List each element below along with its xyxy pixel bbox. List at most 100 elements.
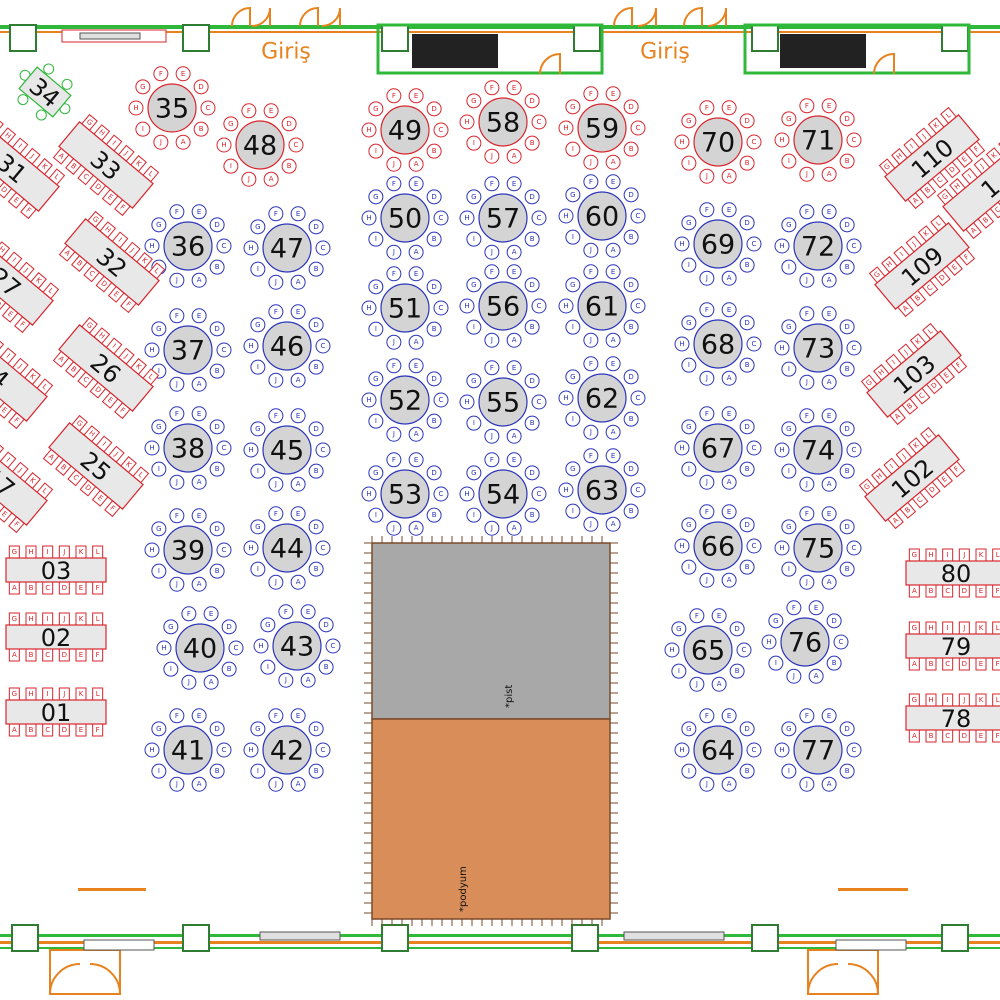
- svg-text:C: C: [994, 205, 1000, 214]
- svg-text:I: I: [788, 263, 790, 271]
- table-number: 40: [183, 634, 217, 665]
- svg-text:A: A: [306, 676, 311, 684]
- small-table-34[interactable]: 34: [5, 53, 85, 131]
- seat: B: [426, 231, 442, 247]
- seat: F: [689, 608, 705, 624]
- svg-text:F: F: [118, 203, 126, 212]
- svg-text:I: I: [947, 551, 949, 559]
- svg-text:K: K: [979, 551, 984, 559]
- seat: F: [799, 306, 815, 322]
- rect-table-4[interactable]: ABCDEFGHIJKL4: [0, 326, 55, 431]
- svg-text:F: F: [18, 320, 26, 329]
- svg-text:D: D: [62, 584, 67, 592]
- svg-text:I: I: [111, 139, 118, 146]
- rect-table-27[interactable]: ABCDEFGHIJKL27: [0, 230, 61, 335]
- svg-text:I: I: [947, 696, 949, 704]
- seat: F: [386, 88, 402, 104]
- svg-text:F: F: [589, 360, 593, 368]
- svg-text:E: E: [827, 510, 831, 518]
- svg-text:K: K: [912, 441, 921, 450]
- svg-text:H: H: [464, 398, 469, 406]
- svg-text:F: F: [96, 726, 100, 734]
- seat: E: [191, 708, 207, 724]
- table-top: [864, 434, 960, 522]
- seat: G: [368, 101, 384, 117]
- svg-text:I: I: [257, 767, 259, 775]
- seat: F: [386, 266, 402, 282]
- seat: C: [736, 642, 752, 658]
- svg-text:J: J: [490, 248, 493, 256]
- svg-text:D: D: [313, 523, 318, 531]
- svg-text:I: I: [170, 665, 172, 673]
- svg-text:B: B: [314, 767, 319, 775]
- svg-text:A: A: [827, 480, 832, 488]
- svg-text:H: H: [133, 104, 138, 112]
- svg-text:E: E: [827, 712, 831, 720]
- seat: F: [268, 408, 284, 424]
- svg-text:K: K: [79, 548, 84, 556]
- seat: J: [268, 274, 284, 290]
- rect-table-17[interactable]: ABCDEFGHIJKL17: [0, 430, 55, 535]
- rect-table-31[interactable]: ABCDEFGHIJKL31: [0, 116, 67, 221]
- table-top: [793, 221, 843, 271]
- table-top: [780, 617, 830, 667]
- svg-text:G: G: [686, 219, 691, 227]
